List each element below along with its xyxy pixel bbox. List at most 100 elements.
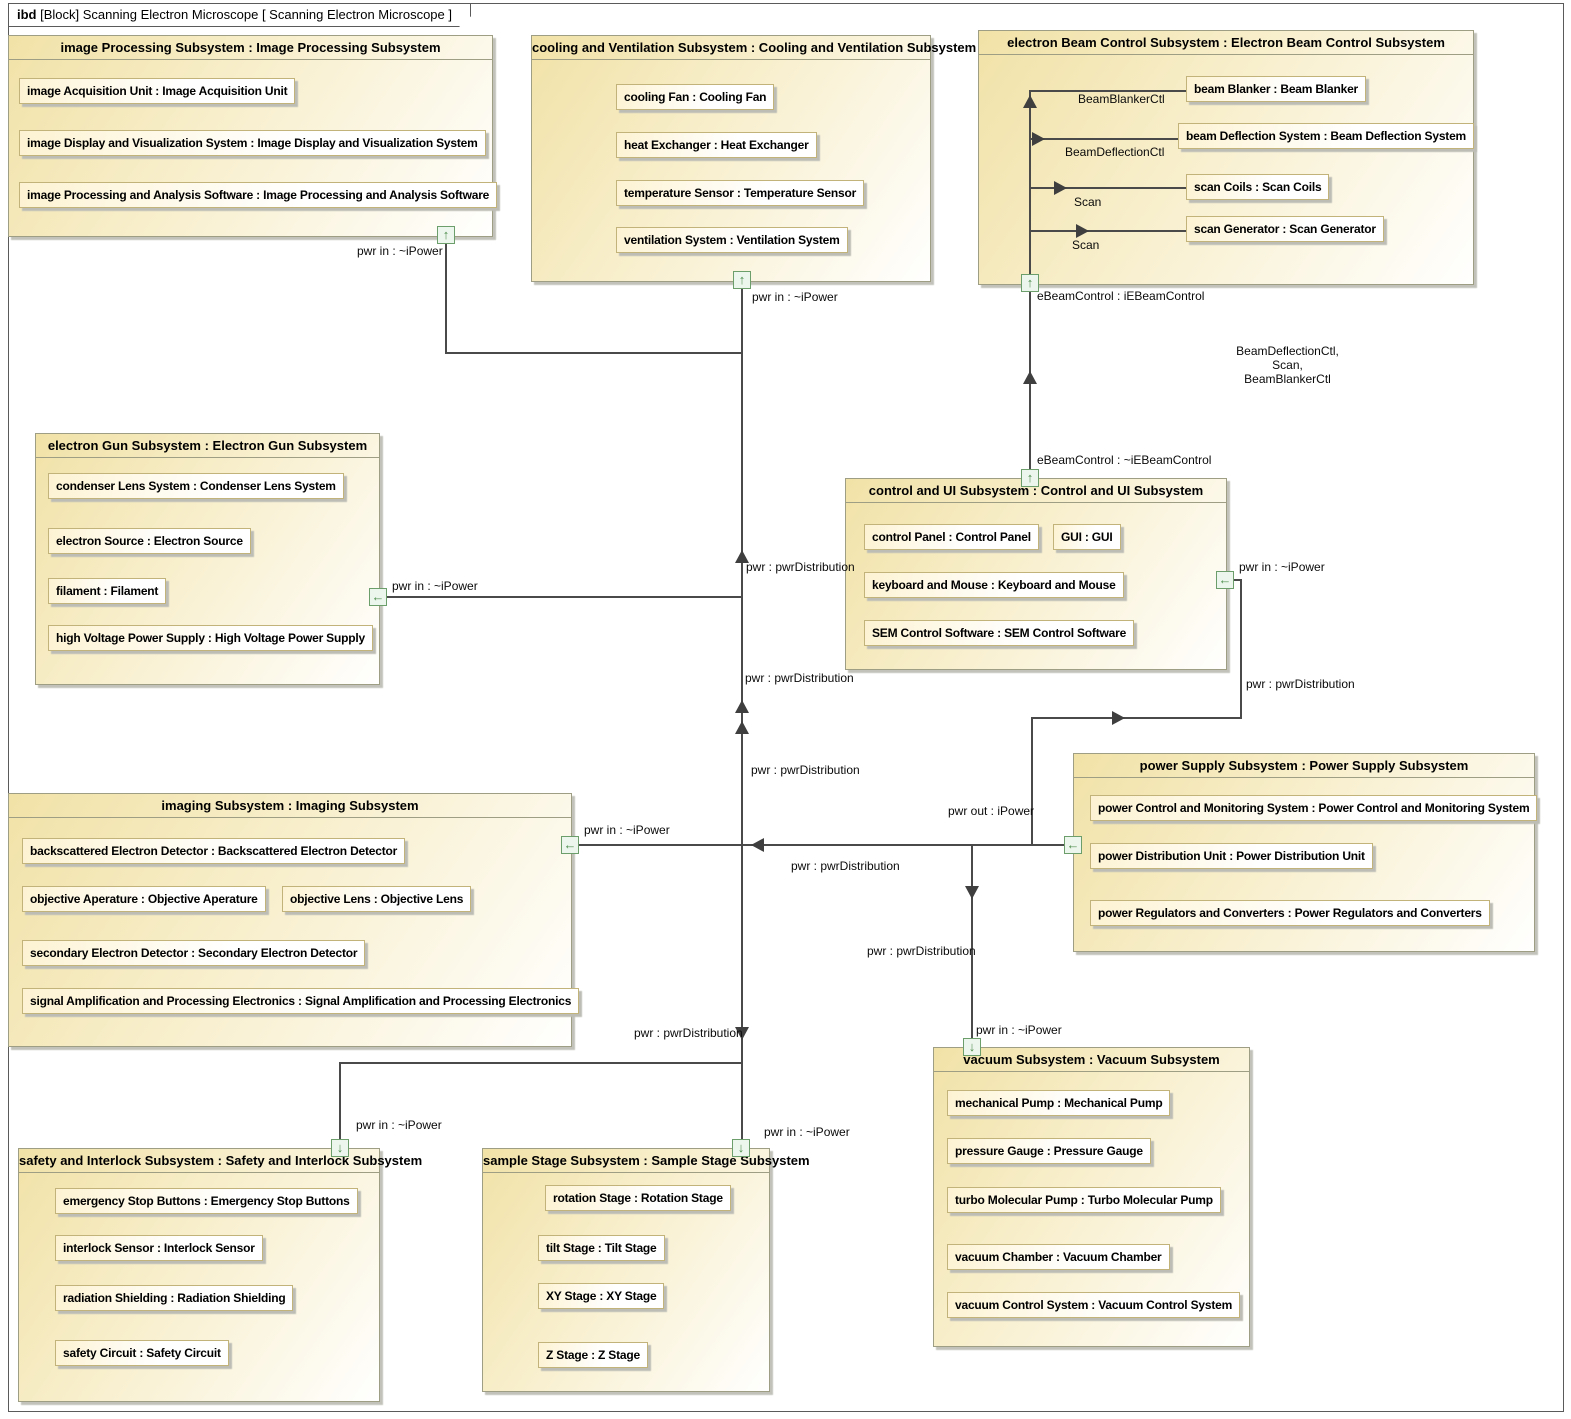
arrowhead-down xyxy=(735,1027,749,1040)
part-pressure-gauge[interactable]: pressure Gauge : Pressure Gauge xyxy=(947,1138,1151,1164)
part-vacuum-chamber[interactable]: vacuum Chamber : Vacuum Chamber xyxy=(947,1244,1170,1270)
label-ebeam-conveyed-items: BeamDeflectionCtl, Scan, BeamBlankerCtl xyxy=(1210,344,1365,386)
block-title: imaging Subsystem : Imaging Subsystem xyxy=(9,794,571,818)
label-vacuum-pwr-in: pwr in : ~iPower xyxy=(976,1023,1062,1037)
label-scan-generator-conn: Scan xyxy=(1072,238,1100,252)
part-heat-exchanger[interactable]: heat Exchanger : Heat Exchanger xyxy=(616,132,817,158)
connector-beamcontrol-internal[interactable] xyxy=(1029,90,1031,275)
part-z-stage[interactable]: Z Stage : Z Stage xyxy=(538,1342,648,1368)
connector-beamblanker[interactable] xyxy=(1029,90,1186,92)
arrowhead-up xyxy=(1023,95,1037,108)
part-backscattered-electron-detector[interactable]: backscattered Electron Detector : Backsc… xyxy=(22,838,406,864)
part-radiation-shielding[interactable]: radiation Shielding : Radiation Shieldin… xyxy=(55,1285,294,1311)
part-power-control-monitoring[interactable]: power Control and Monitoring System : Po… xyxy=(1090,795,1538,821)
part-tilt-stage[interactable]: tilt Stage : Tilt Stage xyxy=(538,1235,665,1261)
port-vacuum-pwr-in[interactable]: ↓ xyxy=(963,1038,981,1056)
connector-power-trunk[interactable] xyxy=(741,289,743,1140)
label-beamdeflectionctl: BeamDeflectionCtl xyxy=(1065,145,1165,159)
port-controlui-pwr-in[interactable]: ← xyxy=(1216,571,1234,589)
part-scan-coils[interactable]: scan Coils : Scan Coils xyxy=(1186,174,1330,200)
part-interlock-sensor[interactable]: interlock Sensor : Interlock Sensor xyxy=(55,1235,263,1261)
connector-powersupply-imaging[interactable] xyxy=(579,844,1065,846)
connector-safety-power[interactable] xyxy=(339,1062,341,1140)
port-imaging-pwr-in[interactable]: ← xyxy=(561,836,579,854)
port-controlui-ebeam[interactable]: ↑ xyxy=(1021,469,1039,487)
part-temperature-sensor[interactable]: temperature Sensor : Temperature Sensor xyxy=(616,180,865,206)
part-image-acquisition-unit[interactable]: image Acquisition Unit : Image Acquisiti… xyxy=(19,78,296,104)
label-pwr-dist-trunk-lower: pwr : pwrDistribution xyxy=(634,1026,743,1040)
label-controlui-pwr-in: pwr in : ~iPower xyxy=(1239,560,1325,574)
arrow-up-icon: ↑ xyxy=(442,227,450,242)
connector-beamdeflection[interactable] xyxy=(1029,138,1178,140)
connector-power-to-controlui[interactable] xyxy=(1234,579,1242,581)
arrowhead-up xyxy=(1023,371,1037,384)
part-scan-generator[interactable]: scan Generator : Scan Generator xyxy=(1186,216,1384,242)
label-pwr-dist-trunk-upper: pwr : pwrDistribution xyxy=(746,560,855,574)
arrow-down-icon: ↓ xyxy=(336,1140,344,1155)
part-image-processing-software[interactable]: image Processing and Analysis Software :… xyxy=(19,182,498,208)
port-imageprocessing-pwr-in[interactable]: ↑ xyxy=(437,226,455,244)
part-objective-aperature[interactable]: objective Aperature : Objective Aperatur… xyxy=(22,886,266,912)
connector-power-to-controlui[interactable] xyxy=(1031,717,1033,845)
label-imageprocessing-pwr-in: pwr in : ~iPower xyxy=(357,244,443,258)
label-cooling-pwr-in: pwr in : ~iPower xyxy=(752,290,838,304)
label-conveyed-line1: BeamDeflectionCtl, xyxy=(1236,344,1339,358)
block-title: safety and Interlock Subsystem : Safety … xyxy=(19,1149,422,1173)
part-signal-amplification-electronics[interactable]: signal Amplification and Processing Elec… xyxy=(22,988,580,1014)
connector-power-to-vacuum[interactable] xyxy=(971,845,973,1038)
part-secondary-electron-detector[interactable]: secondary Electron Detector : Secondary … xyxy=(22,940,366,966)
label-beamcontrol-ebeam: eBeamControl : iEBeamControl xyxy=(1037,289,1205,303)
arrow-down-icon: ↓ xyxy=(968,1039,976,1054)
part-gui[interactable]: GUI : GUI xyxy=(1053,524,1121,550)
part-ventilation-system[interactable]: ventilation System : Ventilation System xyxy=(616,227,848,253)
part-high-voltage-power-supply[interactable]: high Voltage Power Supply : High Voltage… xyxy=(48,625,373,651)
part-safety-circuit[interactable]: safety Circuit : Safety Circuit xyxy=(55,1340,229,1366)
connector-imageprocessing-power[interactable] xyxy=(445,243,447,353)
arrowhead-up xyxy=(735,700,749,713)
part-objective-lens[interactable]: objective Lens : Objective Lens xyxy=(282,886,472,912)
part-xy-stage[interactable]: XY Stage : XY Stage xyxy=(538,1283,665,1309)
part-beam-blanker[interactable]: beam Blanker : Beam Blanker xyxy=(1186,76,1367,102)
part-filament[interactable]: filament : Filament xyxy=(48,578,167,604)
connector-scancoils[interactable] xyxy=(1029,187,1186,189)
part-sem-control-software[interactable]: SEM Control Software : SEM Control Softw… xyxy=(864,620,1135,646)
port-electrongun-pwr-in[interactable]: ← xyxy=(369,588,387,606)
port-powersupply-pwr-out[interactable]: ← xyxy=(1064,836,1082,854)
connector-power-to-controlui[interactable] xyxy=(1240,579,1242,719)
block-cooling-ventilation-subsystem[interactable]: cooling and Ventilation Subsystem : Cool… xyxy=(531,35,976,282)
block-electron-beam-control-subsystem[interactable]: electron Beam Control Subsystem : Electr… xyxy=(978,30,1474,285)
part-power-regulators-converters[interactable]: power Regulators and Converters : Power … xyxy=(1090,900,1490,926)
label-imaging-pwr-in: pwr in : ~iPower xyxy=(584,823,670,837)
block-title: sample Stage Subsystem : Sample Stage Su… xyxy=(483,1149,810,1173)
label-pwr-dist-vacuum: pwr : pwrDistribution xyxy=(867,944,976,958)
connector-power-to-controlui[interactable] xyxy=(1031,717,1242,719)
label-scan-coils-conn: Scan xyxy=(1074,195,1102,209)
part-electron-source[interactable]: electron Source : Electron Source xyxy=(48,528,251,554)
connector-scangenerator[interactable] xyxy=(1029,230,1186,232)
part-turbo-molecular-pump[interactable]: turbo Molecular Pump : Turbo Molecular P… xyxy=(947,1187,1221,1213)
part-emergency-stop-buttons[interactable]: emergency Stop Buttons : Emergency Stop … xyxy=(55,1188,358,1214)
port-cooling-pwr-in[interactable]: ↑ xyxy=(733,271,751,289)
arrow-left-icon: ← xyxy=(563,837,577,852)
port-beamcontrol-ebeam[interactable]: ↑ xyxy=(1021,274,1039,292)
connector-safety-power[interactable] xyxy=(339,1062,743,1064)
part-cooling-fan[interactable]: cooling Fan : Cooling Fan xyxy=(616,84,775,110)
part-condenser-lens-system[interactable]: condenser Lens System : Condenser Lens S… xyxy=(48,473,344,499)
part-rotation-stage[interactable]: rotation Stage : Rotation Stage xyxy=(545,1185,731,1211)
port-samplestage-pwr-in[interactable]: ↓ xyxy=(732,1139,750,1157)
part-power-distribution-unit[interactable]: power Distribution Unit : Power Distribu… xyxy=(1090,843,1373,869)
arrow-down-icon: ↓ xyxy=(737,1140,745,1155)
part-vacuum-control-system[interactable]: vacuum Control System : Vacuum Control S… xyxy=(947,1292,1241,1318)
arrowhead-down xyxy=(965,886,979,899)
part-image-display-visualization[interactable]: image Display and Visualization System :… xyxy=(19,130,486,156)
part-keyboard-and-mouse[interactable]: keyboard and Mouse : Keyboard and Mouse xyxy=(864,572,1124,598)
label-electrongun-pwr-in: pwr in : ~iPower xyxy=(392,579,478,593)
connector-imageprocessing-power[interactable] xyxy=(445,352,743,354)
part-mechanical-pump[interactable]: mechanical Pump : Mechanical Pump xyxy=(947,1090,1171,1116)
port-safety-pwr-in[interactable]: ↓ xyxy=(331,1139,349,1157)
block-title: electron Gun Subsystem : Electron Gun Su… xyxy=(36,434,379,458)
connector-electrongun-power[interactable] xyxy=(387,596,742,598)
part-beam-deflection-system[interactable]: beam Deflection System : Beam Deflection… xyxy=(1178,123,1475,149)
block-title: control and UI Subsystem : Control and U… xyxy=(846,479,1226,503)
part-control-panel[interactable]: control Panel : Control Panel xyxy=(864,524,1039,550)
